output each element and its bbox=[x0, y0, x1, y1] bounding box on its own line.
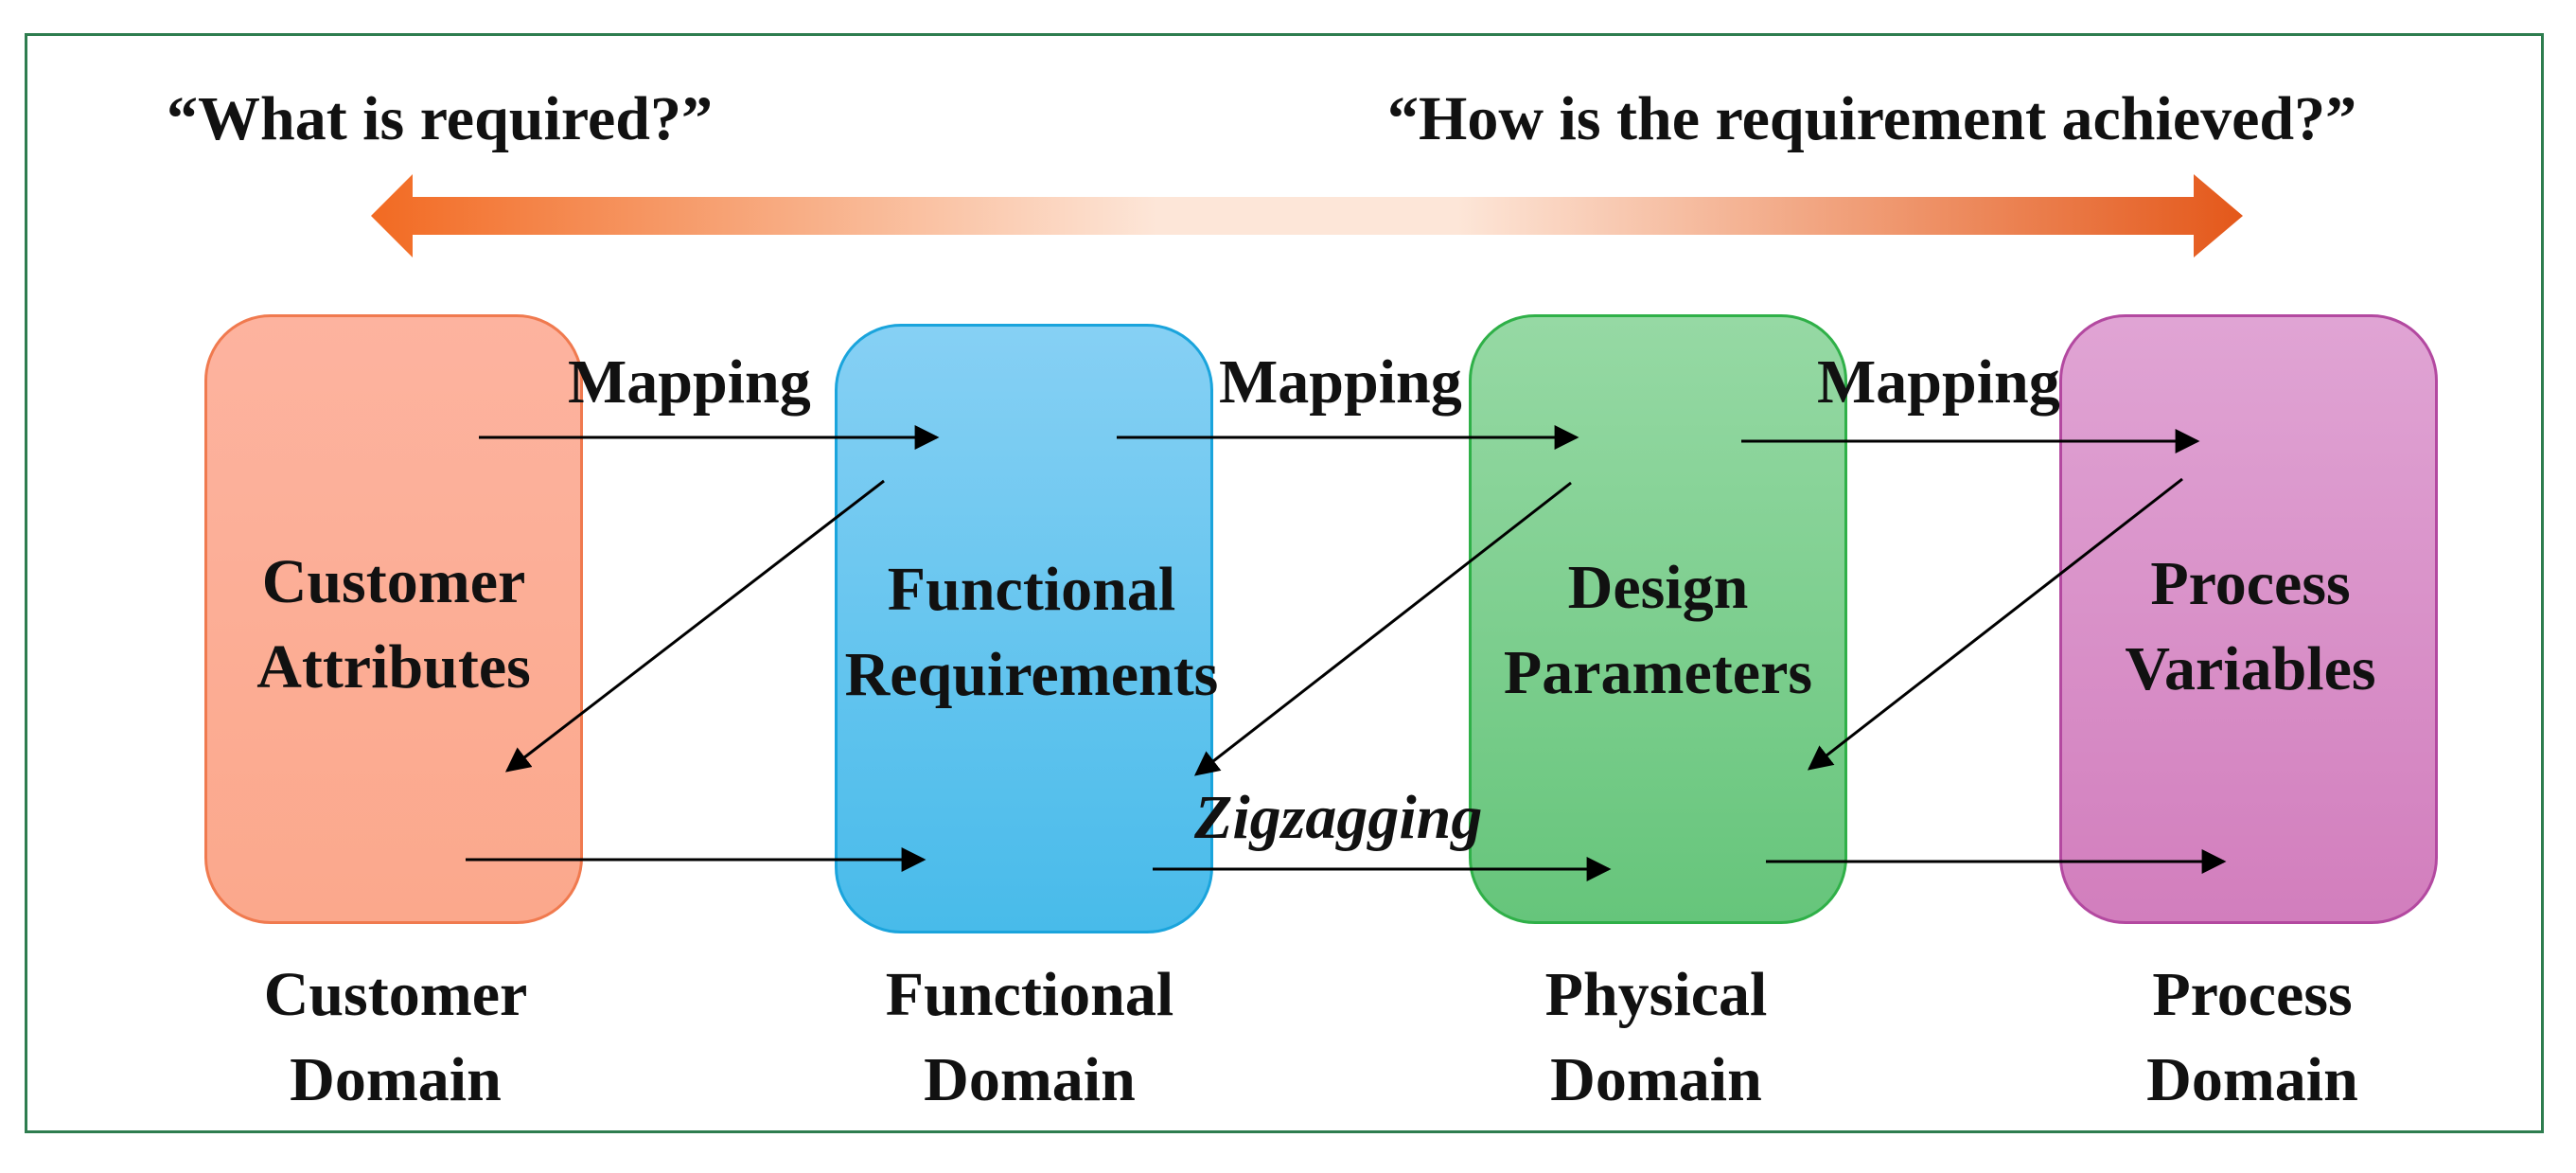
functional-domain-caption: Functional Domain bbox=[793, 952, 1266, 1123]
zigzagging-label: Zigzagging bbox=[1194, 783, 1483, 852]
box-label-line: Design bbox=[1567, 553, 1749, 622]
zigzag-diagonal-arrow-1 bbox=[504, 479, 885, 773]
zigzag-diagonal-arrow-3 bbox=[1807, 477, 2183, 771]
mapping-label: Mapping bbox=[568, 347, 811, 417]
caption-line: Customer bbox=[263, 960, 528, 1029]
what-is-required-heading: “What is required?” bbox=[167, 84, 713, 153]
zigzag-diagonal-arrow-2 bbox=[1193, 481, 1572, 776]
design-parameters-label: Design Parameters bbox=[1421, 545, 1895, 716]
box-label-line: Process bbox=[2150, 549, 2351, 618]
physical-domain-caption: Physical Domain bbox=[1420, 952, 1893, 1123]
mapping-label: Mapping bbox=[1817, 347, 2060, 417]
caption-line: Domain bbox=[290, 1045, 502, 1114]
caption-line: Domain bbox=[1550, 1045, 1762, 1114]
box-label-line: Requirements bbox=[844, 640, 1219, 709]
box-label-line: Attributes bbox=[256, 632, 531, 702]
caption-line: Domain bbox=[924, 1045, 1136, 1114]
process-domain-box bbox=[2059, 314, 2438, 924]
customer-attributes-label: Customer Attributes bbox=[157, 540, 630, 710]
caption-line: Process bbox=[2152, 960, 2353, 1029]
diagram-frame bbox=[25, 33, 2544, 1133]
box-label-line: Customer bbox=[261, 547, 526, 616]
process-variables-label: Process Variables bbox=[2014, 542, 2487, 712]
functional-requirements-label: Functional Requirements bbox=[795, 547, 1268, 718]
box-label-line: Parameters bbox=[1503, 638, 1813, 707]
how-achieved-heading: “How is the requirement achieved?” bbox=[1387, 84, 2357, 153]
physical-domain-box bbox=[1469, 314, 1847, 924]
caption-line: Domain bbox=[2146, 1045, 2358, 1114]
functional-domain-box bbox=[835, 324, 1213, 933]
box-label-line: Variables bbox=[2125, 634, 2376, 703]
caption-line: Functional bbox=[885, 960, 1174, 1029]
mapping-label: Mapping bbox=[1219, 347, 1462, 417]
double-arrow-icon bbox=[371, 174, 2243, 258]
caption-line: Physical bbox=[1544, 960, 1768, 1029]
process-domain-caption: Process Domain bbox=[2016, 952, 2489, 1123]
customer-domain-caption: Customer Domain bbox=[159, 952, 632, 1123]
customer-domain-box bbox=[204, 314, 583, 924]
box-label-line: Functional bbox=[887, 555, 1176, 624]
